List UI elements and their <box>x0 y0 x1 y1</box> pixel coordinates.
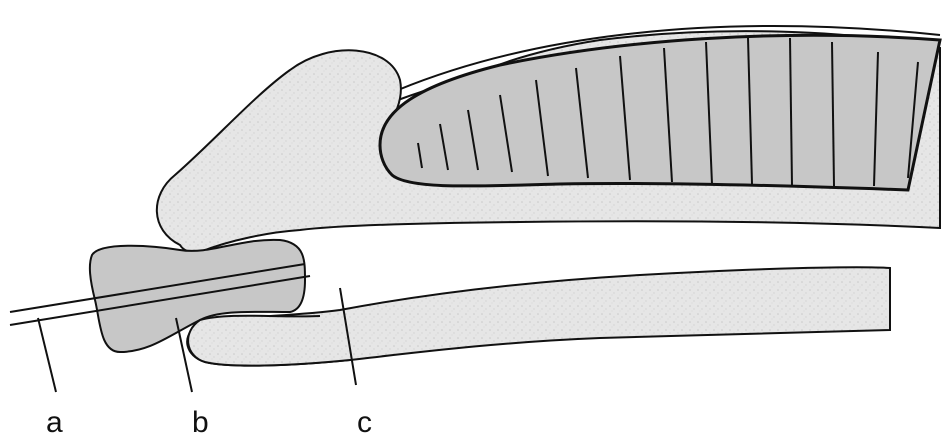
leader-line-a <box>38 318 56 392</box>
muscle-band <box>380 35 940 190</box>
label-c: c <box>357 406 372 435</box>
label-a: a <box>46 406 63 435</box>
label-b: b <box>192 406 209 435</box>
